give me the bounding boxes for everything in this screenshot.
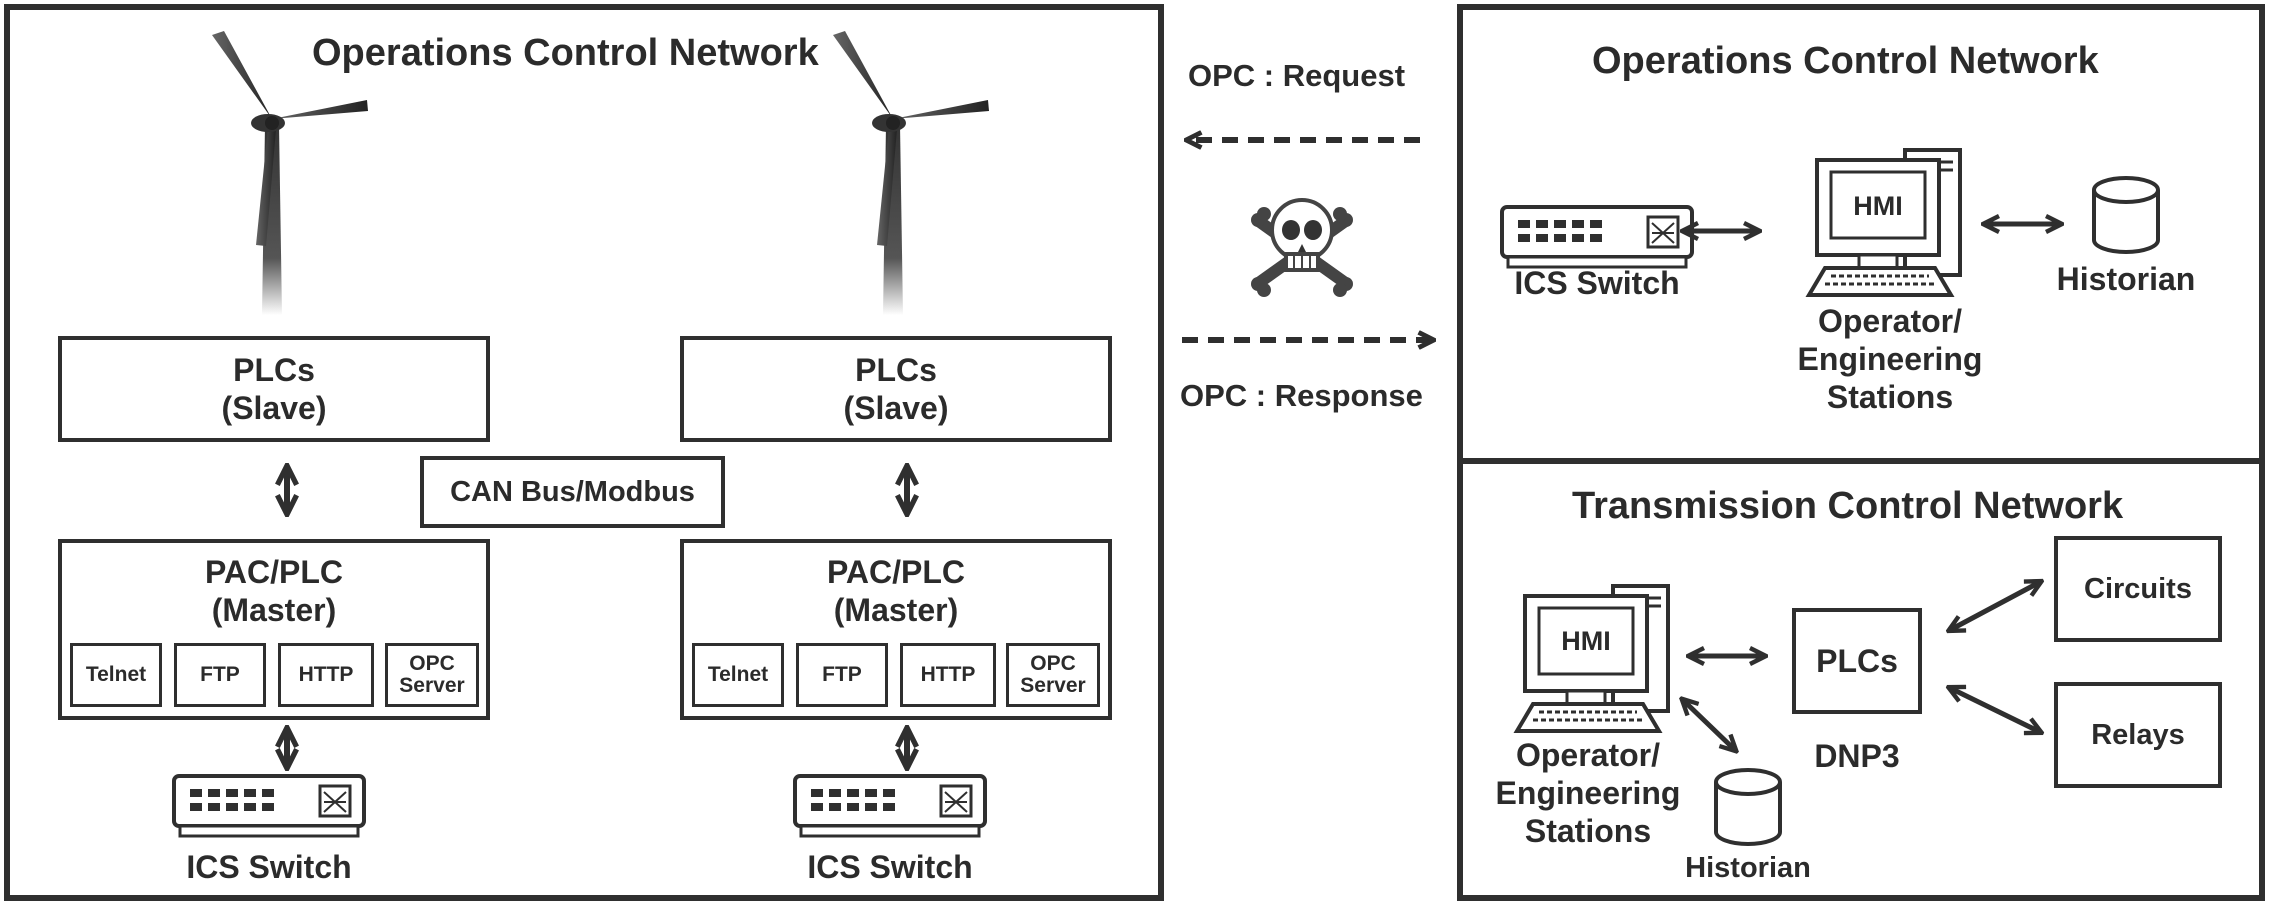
skull-crossbones-icon xyxy=(1251,198,1353,297)
plcs-box: PLCs xyxy=(1792,608,1922,714)
http-service: HTTP xyxy=(278,643,374,707)
transmission-title: Transmission Control Network xyxy=(1572,485,2124,527)
hmi-label: HMI xyxy=(1561,626,1611,656)
bidirectional-arrow-icon xyxy=(1950,688,2040,732)
ics-switch-icon xyxy=(172,774,366,838)
plc-slave-box: PLCs (Slave) xyxy=(680,336,1112,442)
hmi-label: HMI xyxy=(1853,191,1903,221)
ftp-service: FTP xyxy=(174,643,266,707)
opc-server-service: OPC Server xyxy=(385,643,479,707)
historian-icon xyxy=(2092,176,2160,254)
ics-switch-label: ICS Switch xyxy=(1514,265,1680,301)
ics-switch-label: ICS Switch xyxy=(186,849,352,885)
operator-stations-label: Operator/ Engineering Stations xyxy=(1495,737,1681,849)
bidirectional-arrow-icon xyxy=(1950,582,2040,630)
workstation-icon xyxy=(1515,584,1670,733)
relays-box: Relays xyxy=(2054,682,2222,788)
circuits-box: Circuits xyxy=(2054,536,2222,642)
historian-label: Historian xyxy=(1685,852,1811,884)
ics-switch-icon xyxy=(1500,205,1694,269)
historian-label: Historian xyxy=(2056,261,2196,297)
dnp3-label: DNP3 xyxy=(1814,738,1900,774)
workstation-icon xyxy=(1807,148,1962,297)
can-bus-modbus-box: CAN Bus/Modbus xyxy=(420,456,725,528)
ics-switch-icon xyxy=(793,774,987,838)
operator-stations-label: Operator/ Engineering Stations xyxy=(1797,303,1983,415)
opc-server-service: OPC Server xyxy=(1006,643,1100,707)
telnet-service: Telnet xyxy=(70,643,162,707)
ftp-service: FTP xyxy=(796,643,888,707)
opc-response-label: OPC : Response xyxy=(1180,378,1423,413)
opc-request-label: OPC : Request xyxy=(1188,58,1406,93)
right-top-title: Operations Control Network xyxy=(1592,40,2099,82)
ics-switch-label: ICS Switch xyxy=(807,849,973,885)
left-panel-title: Operations Control Network xyxy=(312,32,819,74)
http-service: HTTP xyxy=(900,643,996,707)
plc-slave-box: PLCs (Slave) xyxy=(58,336,490,442)
bidirectional-arrow-icon xyxy=(1683,700,1735,750)
telnet-service: Telnet xyxy=(692,643,784,707)
left-operations-panel xyxy=(4,4,1164,901)
historian-icon xyxy=(1714,768,1782,846)
wind-turbine-icon xyxy=(833,31,989,315)
